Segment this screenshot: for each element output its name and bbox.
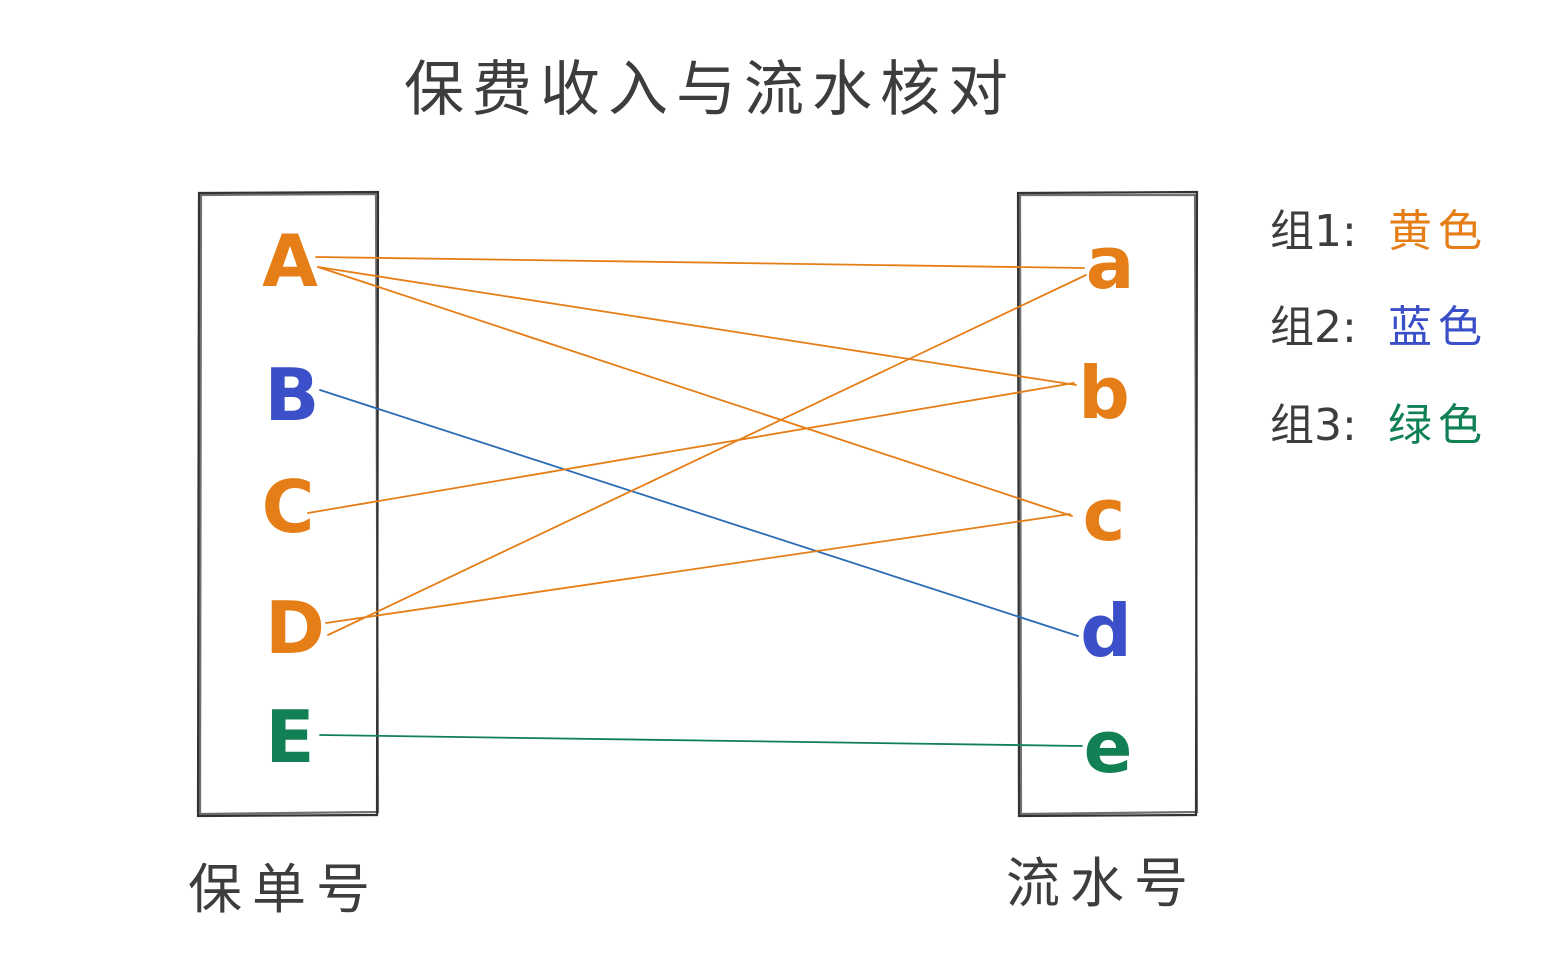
legend-item-group3: 组3: 绿色 xyxy=(1270,400,1488,451)
links-layer xyxy=(307,256,1087,747)
left-node-B: B xyxy=(265,353,320,437)
left-node-A: A xyxy=(262,219,318,303)
link-D-c xyxy=(325,513,1071,624)
left-node-C: C xyxy=(262,465,315,549)
link-E-e xyxy=(319,734,1083,747)
link-A-c xyxy=(317,266,1073,517)
right-column-box xyxy=(1016,190,1199,818)
right-column-label: 流水号 xyxy=(1006,852,1198,915)
right-node-a: a xyxy=(1086,221,1135,305)
link-B-d xyxy=(319,389,1079,637)
legend-item-group2: 组2: 蓝色 xyxy=(1270,302,1488,353)
link-A-b xyxy=(317,266,1077,386)
link-C-b xyxy=(307,382,1075,514)
legend-group2-prefix: 组2: xyxy=(1270,302,1357,353)
diagram-title: 保费收入与流水核对 xyxy=(404,55,1016,125)
right-nodes: a b c d e xyxy=(1078,221,1134,789)
left-node-E: E xyxy=(265,695,314,779)
right-node-c: c xyxy=(1083,473,1126,557)
link-A-a xyxy=(315,256,1085,269)
left-nodes: A B C D E xyxy=(262,219,325,779)
legend-group1-color-name: 黄色 xyxy=(1388,206,1488,257)
right-node-e: e xyxy=(1084,705,1133,789)
right-node-d: d xyxy=(1080,589,1132,673)
left-column-box xyxy=(196,190,380,818)
legend-group3-prefix: 组3: xyxy=(1270,400,1357,451)
right-node-b: b xyxy=(1078,351,1130,435)
link-D-a xyxy=(327,274,1087,636)
left-column-label: 保单号 xyxy=(188,858,380,921)
legend-group3-color-name: 绿色 xyxy=(1388,400,1488,451)
legend-group2-color-name: 蓝色 xyxy=(1388,302,1488,353)
legend-item-group1: 组1: 黄色 xyxy=(1270,206,1488,257)
legend-group1-prefix: 组1: xyxy=(1270,206,1357,257)
legend: 组1: 黄色 组2: 蓝色 组3: 绿色 xyxy=(1270,206,1488,451)
left-node-D: D xyxy=(265,586,325,670)
